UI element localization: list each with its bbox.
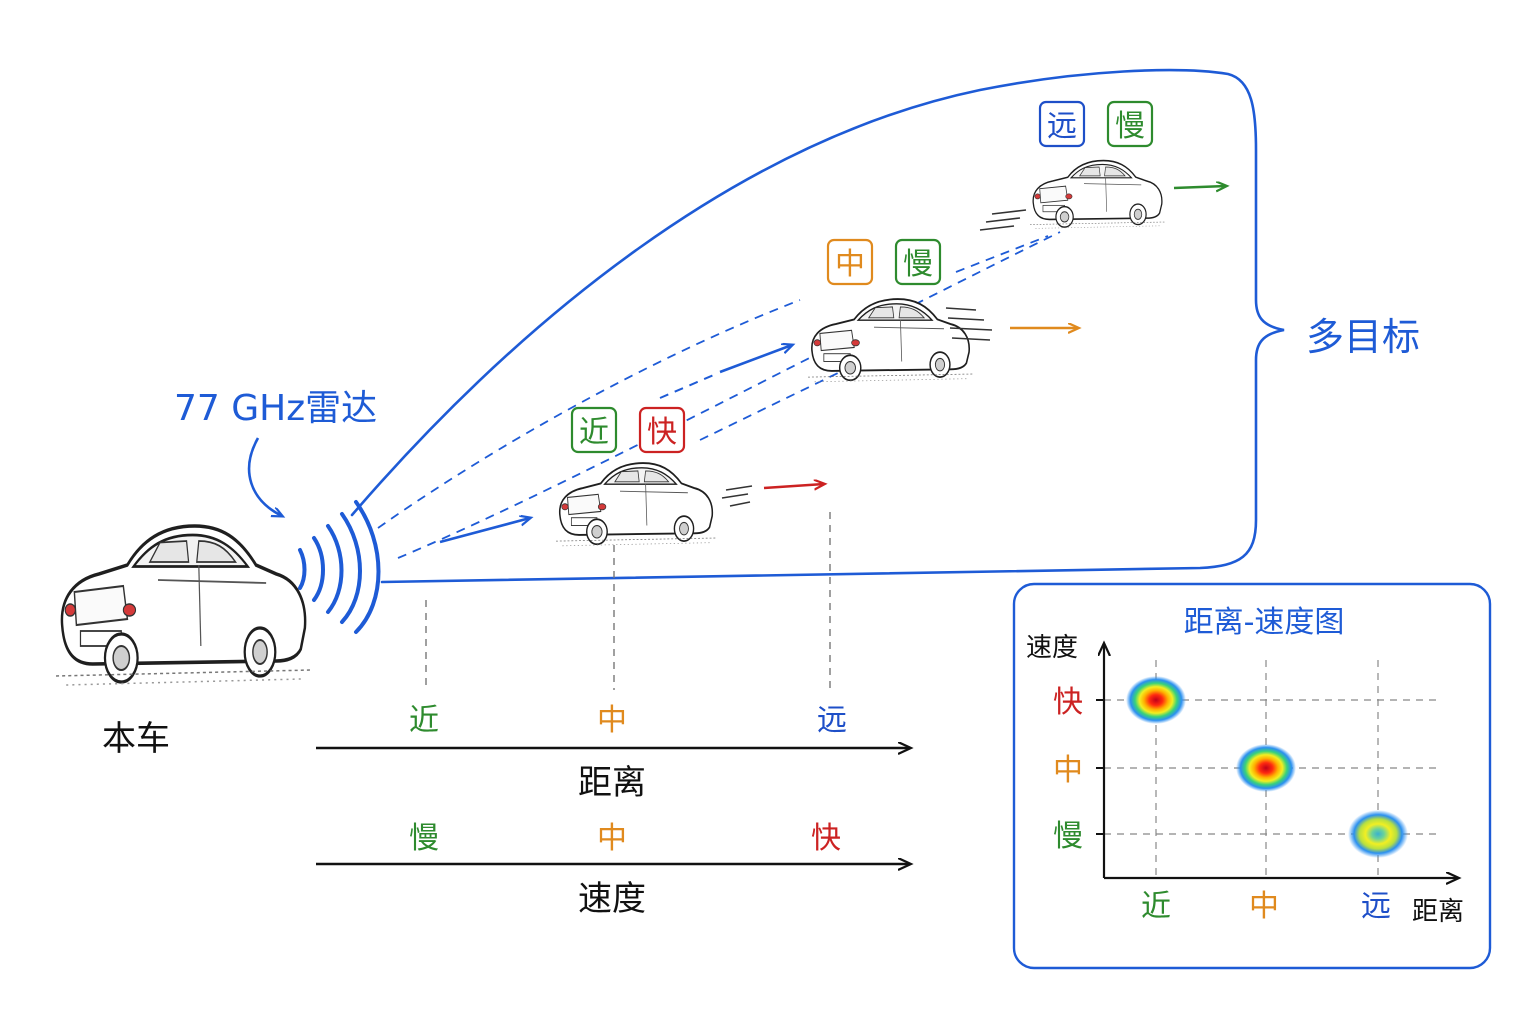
target-far-tags: 远 慢 bbox=[1038, 100, 1154, 148]
distance-tick-mid: 中 bbox=[597, 703, 627, 738]
radar-label-arrow bbox=[247, 437, 282, 516]
beam-ray-mid-dash bbox=[659, 373, 717, 399]
beam-ray-mid bbox=[719, 345, 792, 374]
distance-axis-title: 距离 bbox=[578, 763, 646, 803]
rd-map-title: 距离-速度图 bbox=[1184, 605, 1345, 640]
target-car-mid-icon bbox=[807, 298, 974, 383]
target-mid-distance-tag: 中 bbox=[835, 247, 865, 282]
target-mid-tags: 中 慢 bbox=[826, 238, 942, 286]
speed-tick-mid: 中 bbox=[597, 821, 627, 856]
target-near-tags: 近 快 bbox=[570, 406, 686, 454]
rd-map-x-tick-mid: 中 bbox=[1249, 889, 1279, 924]
target-far-speed-tag: 慢 bbox=[1115, 109, 1145, 144]
rd-map-y-tick-fast: 快 bbox=[1053, 685, 1083, 720]
target-mid-speed-tag: 慢 bbox=[903, 247, 933, 282]
rd-map-y-tick-mid: 中 bbox=[1053, 753, 1083, 788]
rd-map-x-label: 距离 bbox=[1412, 897, 1464, 927]
distance-axis: 近 中 远 距离 bbox=[316, 703, 910, 803]
distance-tick-near: 近 bbox=[409, 703, 439, 738]
beam-ray-mid2-dash bbox=[699, 371, 841, 441]
beam-ray-far-dash bbox=[955, 235, 1049, 273]
rd-map-x-tick-near: 近 bbox=[1141, 889, 1171, 924]
radar-wave-icon bbox=[298, 500, 381, 634]
rd-map-point-2 bbox=[1348, 810, 1408, 858]
rd-map-point-1 bbox=[1236, 744, 1296, 792]
motion-lines bbox=[721, 209, 1027, 507]
velocity-arrow-fast bbox=[763, 484, 824, 488]
multi-target-label: 多目标 bbox=[1306, 315, 1420, 359]
target-car-far-icon bbox=[1029, 159, 1166, 230]
speed-axis-title: 速度 bbox=[578, 879, 646, 919]
rd-map-point-0 bbox=[1126, 676, 1186, 724]
radar-label: 77 GHz雷达 bbox=[174, 388, 377, 429]
rd-map-x-tick-far: 远 bbox=[1361, 889, 1391, 924]
rd-map-y-label: 速度 bbox=[1026, 633, 1078, 663]
rd-map-y-tick-slow: 慢 bbox=[1053, 819, 1083, 854]
ego-car-label: 本车 bbox=[102, 719, 170, 759]
rd-map-points bbox=[1126, 676, 1408, 858]
speed-tick-slow: 慢 bbox=[409, 821, 439, 856]
target-near-speed-tag: 快 bbox=[647, 415, 677, 450]
speed-axis: 慢 中 快 速度 bbox=[316, 821, 910, 919]
beam-ray-near bbox=[439, 518, 530, 544]
distance-drop-lines bbox=[425, 512, 831, 690]
target-far-distance-tag: 远 bbox=[1047, 109, 1077, 144]
target-near-distance-tag: 近 bbox=[579, 415, 609, 450]
distance-tick-far: 远 bbox=[817, 703, 847, 738]
range-doppler-map: 距离-速度图 速度 快 中 慢 近 中 远 距离 bbox=[1012, 582, 1492, 970]
target-car-near-icon bbox=[555, 462, 717, 547]
velocity-arrow-slow bbox=[1173, 186, 1226, 188]
speed-tick-fast: 快 bbox=[811, 821, 841, 856]
multi-target-outline bbox=[350, 68, 1285, 584]
ego-car-icon bbox=[54, 524, 313, 687]
beam-rays bbox=[377, 231, 1061, 559]
